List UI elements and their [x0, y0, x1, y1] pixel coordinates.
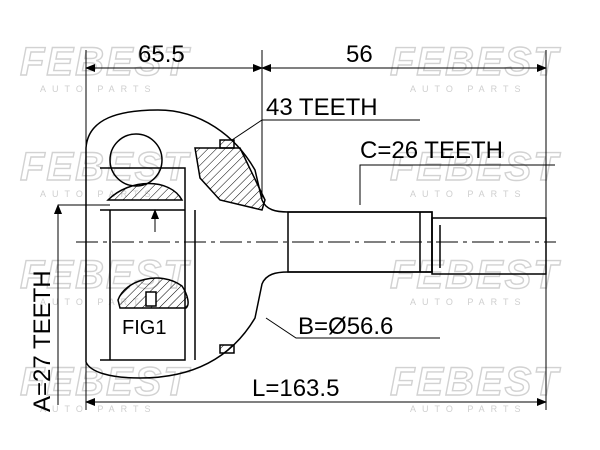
watermark-logo: FEBEST — [390, 145, 561, 189]
watermark-logo: FEBEST — [390, 40, 561, 84]
hatched-section-top — [194, 147, 266, 211]
figure-label: FIG1 — [122, 317, 166, 339]
watermark-logo: FEBEST — [20, 360, 191, 404]
inner-cage — [100, 167, 186, 361]
dim-housing-length: 65.5 — [138, 41, 185, 68]
dim-spline-a: A=27 TEETH — [29, 270, 56, 412]
dim-outer-teeth: 43 TEETH — [266, 94, 378, 121]
watermark-tagline: AUTO PARTS — [410, 84, 527, 94]
watermark-tagline: AUTO PARTS — [40, 404, 157, 414]
dim-spline-c: C=26 TEETH — [360, 137, 503, 164]
watermark-tagline: AUTO PARTS — [40, 189, 157, 199]
watermark-logo: FEBEST — [390, 253, 561, 297]
watermark-tagline: AUTO PARTS — [40, 84, 157, 94]
shaft-end — [431, 217, 547, 275]
dim-total-length: L=163.5 — [252, 375, 339, 402]
watermark-tagline: AUTO PARTS — [410, 297, 527, 307]
dim-shaft-length: 56 — [346, 41, 373, 68]
watermark-tagline: AUTO PARTS — [40, 297, 157, 307]
cv-joint-body — [85, 109, 547, 379]
watermark-logo: FEBEST — [20, 40, 191, 84]
dim-diameter-b: B=Ø56.6 — [298, 313, 393, 340]
watermark-logo: FEBEST — [20, 145, 191, 189]
watermark: FEBEST AUTO PARTS FEBEST AUTO PARTS FEBE… — [19, 39, 561, 414]
hatched-section-mid — [106, 182, 184, 201]
watermark-tagline: AUTO PARTS — [410, 189, 527, 199]
dimension-lines — [54, 50, 555, 410]
watermark-logo: FEBEST — [390, 360, 561, 404]
watermark-tagline: AUTO PARTS — [410, 404, 527, 414]
